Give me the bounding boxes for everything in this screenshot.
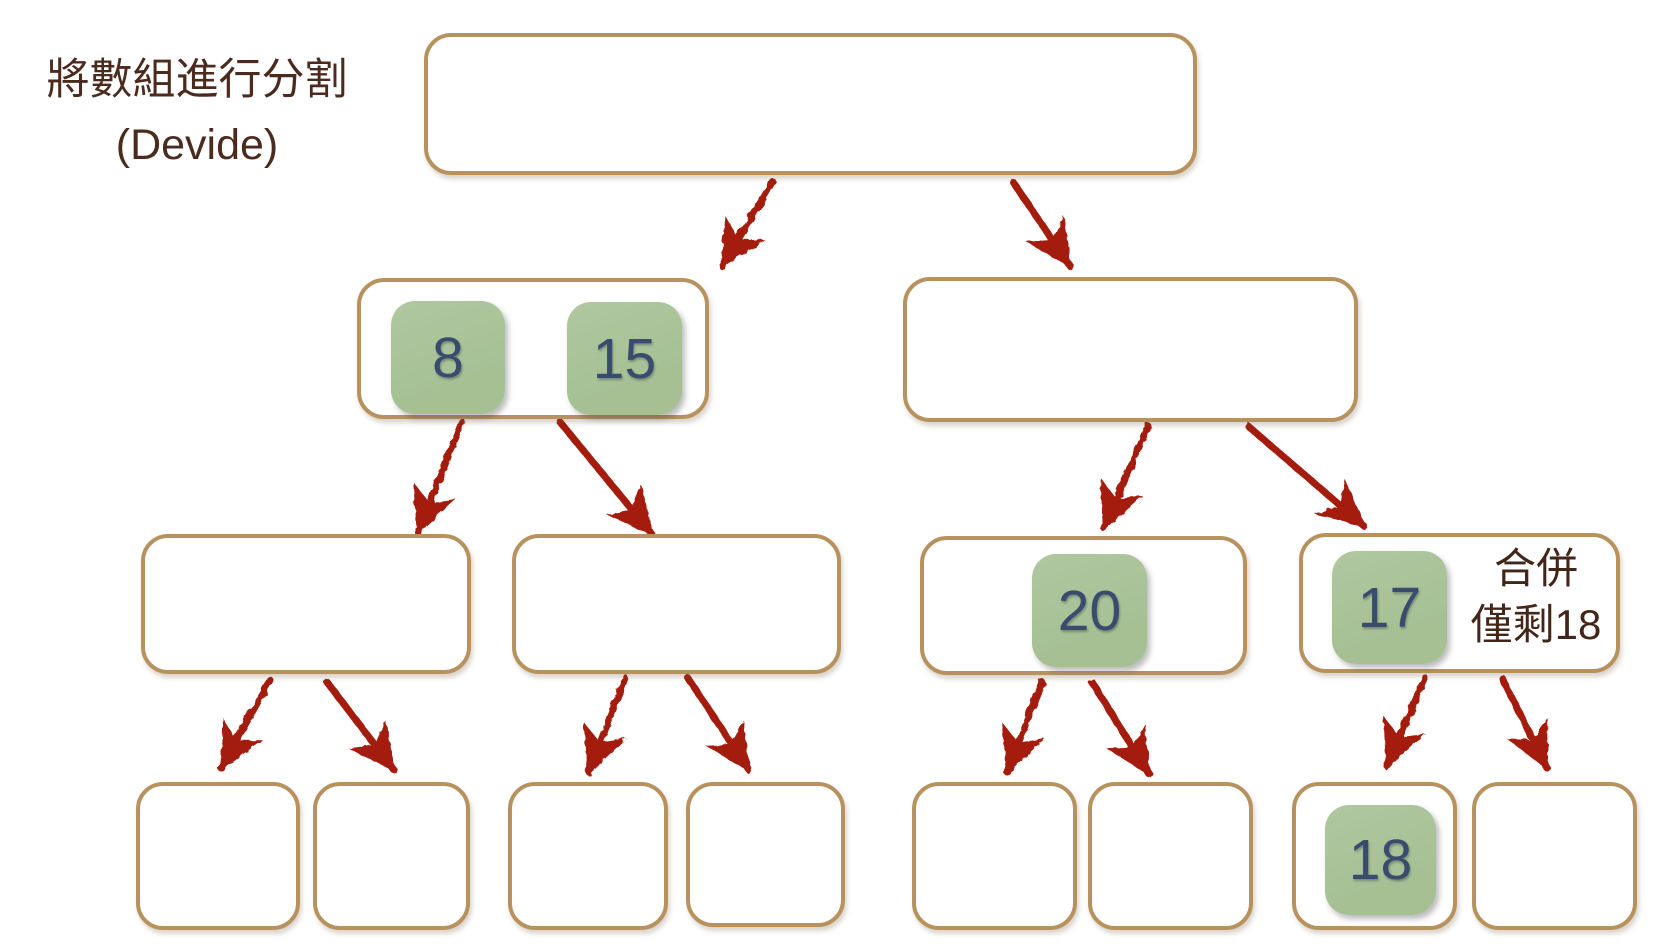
value-chip-8: 8 [391, 301, 505, 414]
arrow-node-a1-to-leaf-1 [217, 676, 274, 772]
arrow-node-b-to-node-b1 [1100, 422, 1152, 532]
arrow-node-a2-to-leaf-3 [583, 674, 629, 776]
value-chip-18: 18 [1325, 805, 1436, 915]
diagram-title-line-2: (Devide) [115, 120, 279, 169]
node-root [424, 33, 1197, 175]
leaf-2 [313, 782, 470, 930]
arrow-node-b2-to-leaf-8 [1498, 674, 1551, 772]
leaf-8 [1472, 782, 1637, 930]
value-chip-17: 17 [1332, 551, 1447, 664]
value-chip-15-label: 15 [592, 326, 657, 391]
arrow-root-to-node-a [718, 178, 777, 270]
node-b [903, 277, 1358, 422]
leaf-7: 18 [1292, 782, 1457, 930]
diagram-title-line-1: 將數組進行分割 [46, 56, 348, 104]
arrow-node-b2-to-leaf-7 [1383, 674, 1429, 770]
arrow-root-to-node-b [1009, 178, 1074, 270]
leaf-6 [1088, 782, 1253, 930]
arrow-node-b1-to-leaf-5 [1001, 678, 1046, 776]
arrow-node-a2-to-leaf-4 [684, 674, 753, 774]
arrow-node-a-to-node-a2 [556, 418, 656, 538]
leaf-1 [136, 782, 300, 930]
leaf-3 [508, 782, 668, 930]
node-b1: 20 [920, 536, 1247, 675]
arrow-node-a1-to-leaf-2 [323, 678, 398, 774]
arrow-node-b1-to-leaf-6 [1088, 678, 1153, 778]
value-chip-18-label: 18 [1348, 828, 1413, 892]
node-a: 8 15 [357, 278, 709, 419]
merge-annotation-line-1: 合併 [1493, 545, 1578, 592]
leaf-4 [686, 782, 845, 927]
value-chip-15: 15 [567, 302, 682, 415]
value-chip-17-label: 17 [1357, 575, 1422, 640]
node-a2 [512, 534, 841, 674]
arrow-node-a-to-node-a1 [413, 418, 466, 536]
diagram-title: 將數組進行分割 (Devide) [22, 48, 372, 177]
value-chip-20: 20 [1032, 554, 1147, 667]
node-b2: 17 合併 僅剩18 [1299, 533, 1620, 673]
leaf-5 [912, 782, 1077, 930]
merge-annotation: 合併 僅剩18 [1451, 541, 1621, 653]
node-a1 [141, 534, 471, 674]
value-chip-20-label: 20 [1057, 578, 1122, 643]
merge-annotation-line-2: 僅剩18 [1470, 600, 1602, 648]
value-chip-8-label: 8 [432, 325, 464, 390]
arrow-node-b-to-node-b2 [1244, 422, 1368, 530]
